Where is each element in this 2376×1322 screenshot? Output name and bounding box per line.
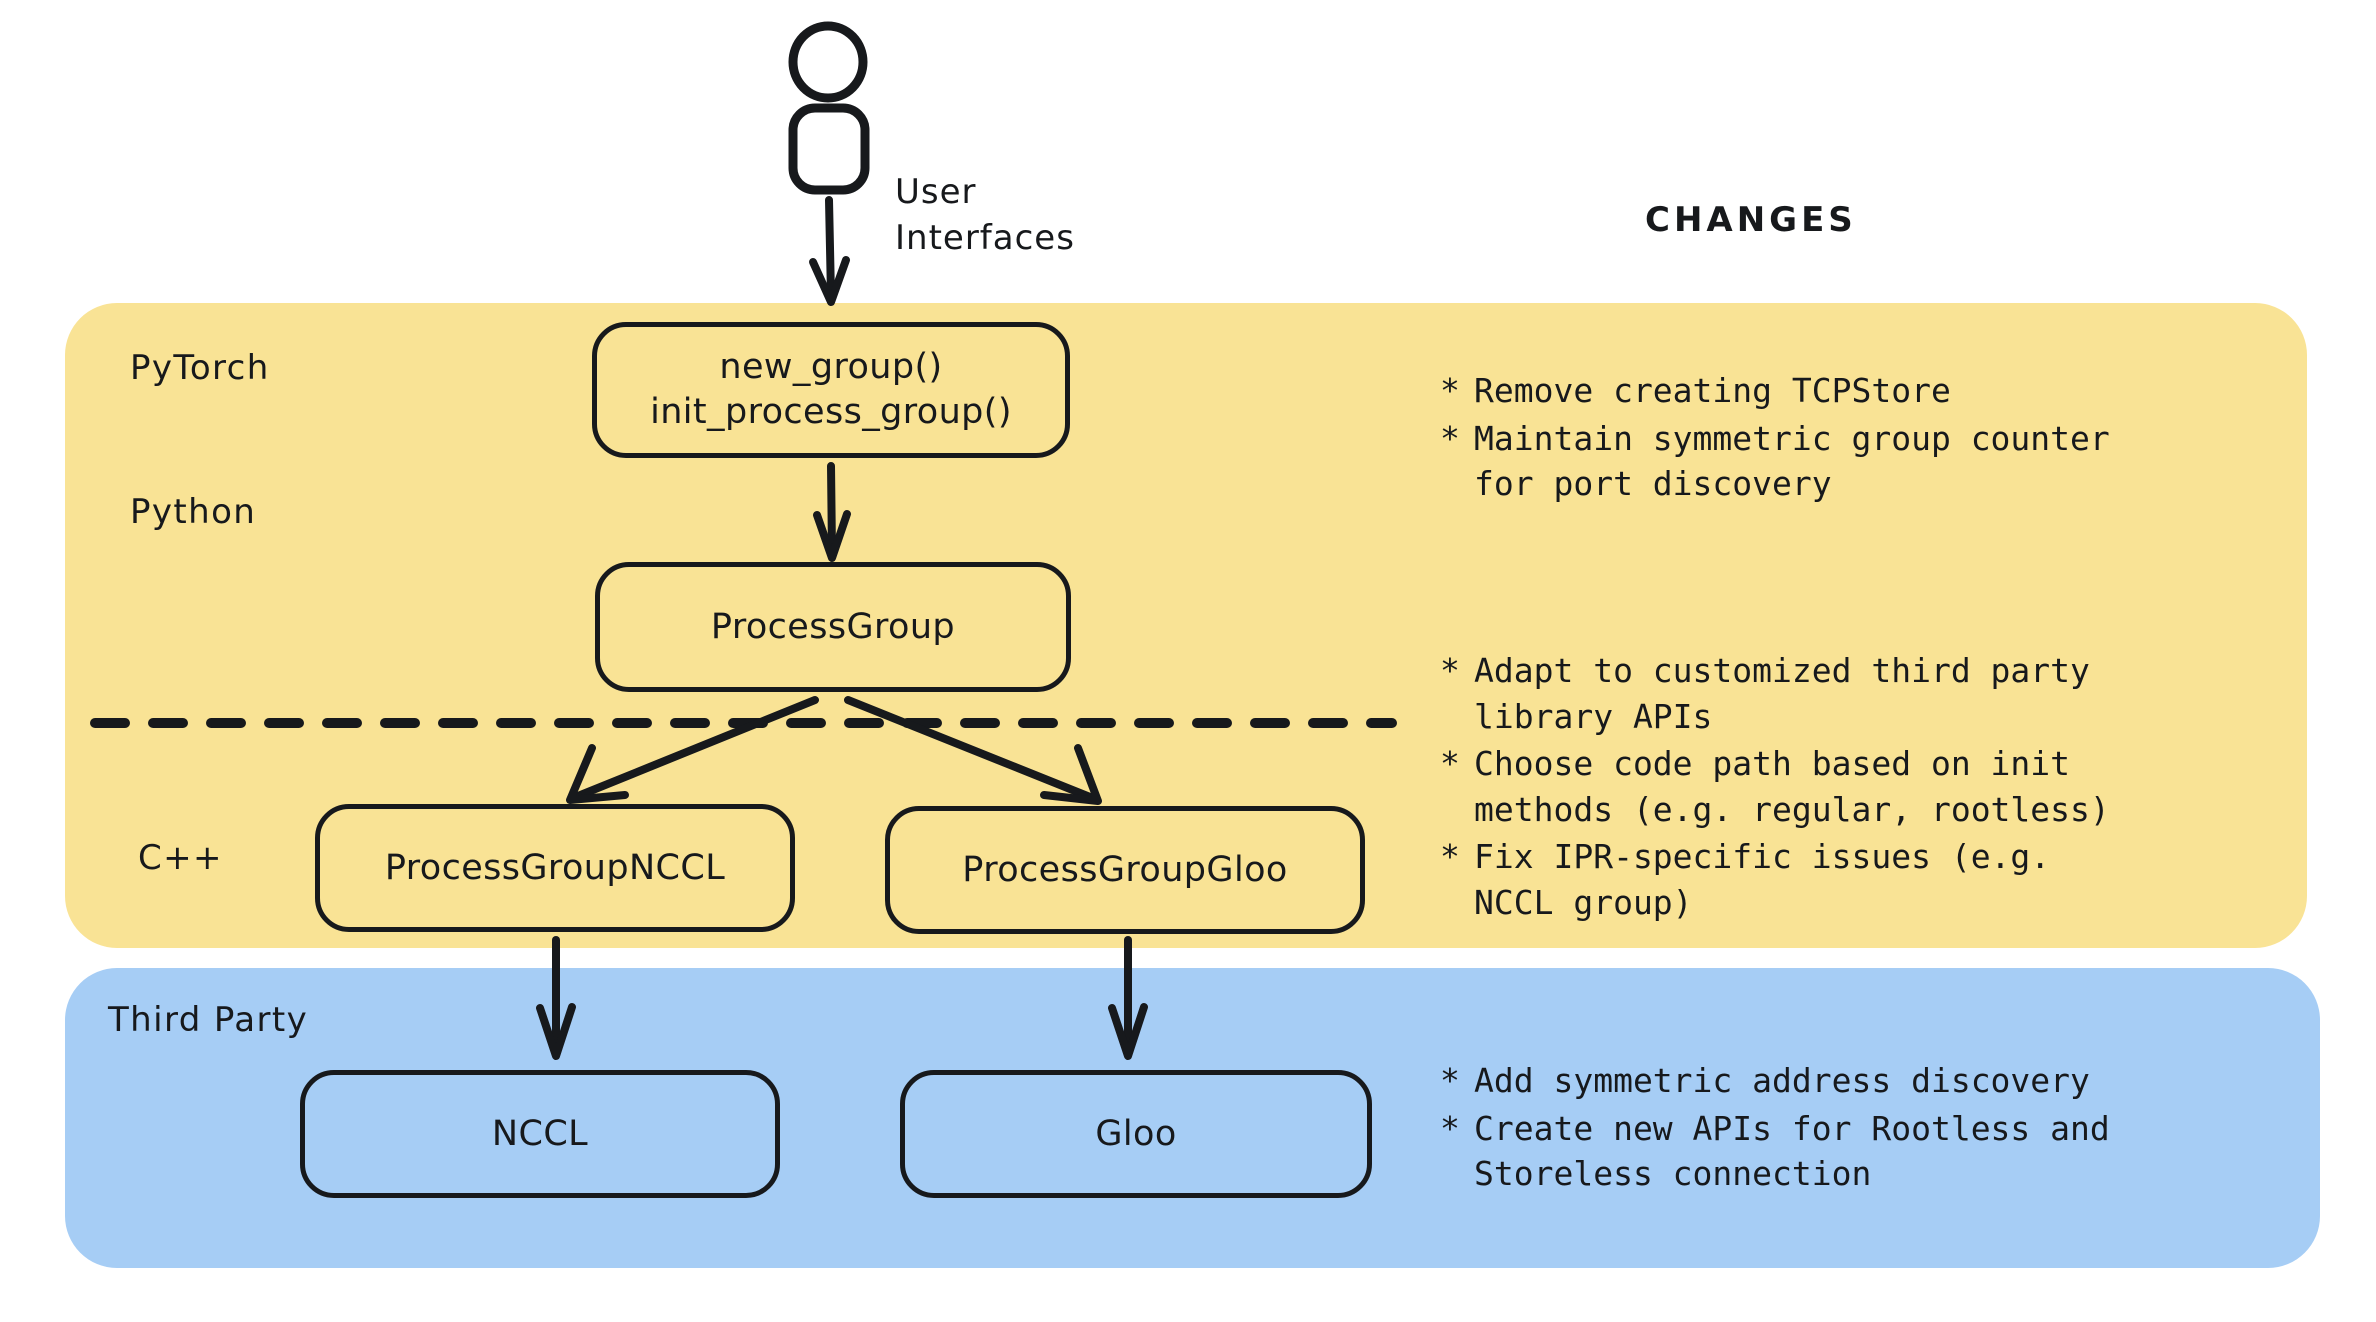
node-init-apis[interactable]: new_group() init_process_group() <box>592 322 1070 458</box>
node-process-group[interactable]: ProcessGroup <box>595 562 1071 692</box>
arrow-entry-to-processgroup <box>813 462 851 562</box>
layer-label-python: Python <box>130 492 257 532</box>
change-bullet-item: * Create new APIs for Rootless and Storel… <box>1440 1106 2240 1197</box>
changes-list-python: * Remove creating TCPStore * Maintain symme… <box>1440 368 2240 509</box>
arrow-user-to-entry <box>809 196 850 306</box>
changes-heading: CHANGES <box>1645 200 1857 240</box>
asterisk-bullet-icon: * <box>1440 744 1460 784</box>
change-bullet-item: * Adapt to customized third party library… <box>1440 648 2240 739</box>
asterisk-bullet-icon: * <box>1440 651 1460 690</box>
arrow-pggloo-to-gloo <box>1108 936 1148 1060</box>
layer-label-cpp: C++ <box>138 838 223 878</box>
arrow-processgroup-to-pgnccl <box>566 696 819 804</box>
change-item-text: Choose code path based on init methods (… <box>1474 744 2110 829</box>
node-process-group-gloo[interactable]: ProcessGroupGloo <box>885 806 1365 934</box>
layer-label-pytorch: PyTorch <box>130 348 270 388</box>
node-gloo[interactable]: Gloo <box>900 1070 1372 1198</box>
change-item-text: Create new APIs for Rootless and Storele… <box>1474 1108 2110 1194</box>
change-bullet-item: * Choose code path based on init methods … <box>1440 741 2240 832</box>
changes-list-cpp: * Adapt to customized third party library… <box>1440 648 2240 927</box>
change-bullet-item: * Maintain symmetric group counter for po… <box>1440 416 2240 507</box>
asterisk-bullet-icon: * <box>1440 837 1460 877</box>
asterisk-bullet-icon: * <box>1440 371 1460 410</box>
change-item-text: Adapt to customized third party library … <box>1474 651 2090 736</box>
change-item-text: Fix IPR-specific issues (e.g. NCCL group… <box>1474 837 2051 922</box>
arrow-processgroup-to-pggloo <box>844 696 1102 805</box>
change-bullet-item: * Add symmetric address discovery <box>1440 1058 2240 1104</box>
node-nccl[interactable]: NCCL <box>300 1070 780 1198</box>
changes-list-third-party: * Add symmetric address discovery * Create … <box>1440 1058 2240 1199</box>
change-item-text: Add symmetric address discovery <box>1474 1061 2090 1100</box>
user-interfaces-label: User Interfaces <box>895 172 1075 258</box>
change-bullet-item: * Remove creating TCPStore <box>1440 368 2240 414</box>
asterisk-bullet-icon: * <box>1440 1061 1460 1100</box>
layer-label-third-party: Third Party <box>108 1000 309 1040</box>
asterisk-bullet-icon: * <box>1440 1108 1460 1148</box>
asterisk-bullet-icon: * <box>1440 418 1460 458</box>
change-bullet-item: * Fix IPR-specific issues (e.g. NCCL grou… <box>1440 834 2240 925</box>
person-icon <box>788 21 870 195</box>
node-process-group-nccl[interactable]: ProcessGroupNCCL <box>315 804 795 932</box>
change-item-text: Maintain symmetric group counter for por… <box>1474 418 2110 504</box>
arrow-pgnccl-to-nccl <box>536 936 576 1060</box>
change-item-text: Remove creating TCPStore <box>1474 371 1951 410</box>
